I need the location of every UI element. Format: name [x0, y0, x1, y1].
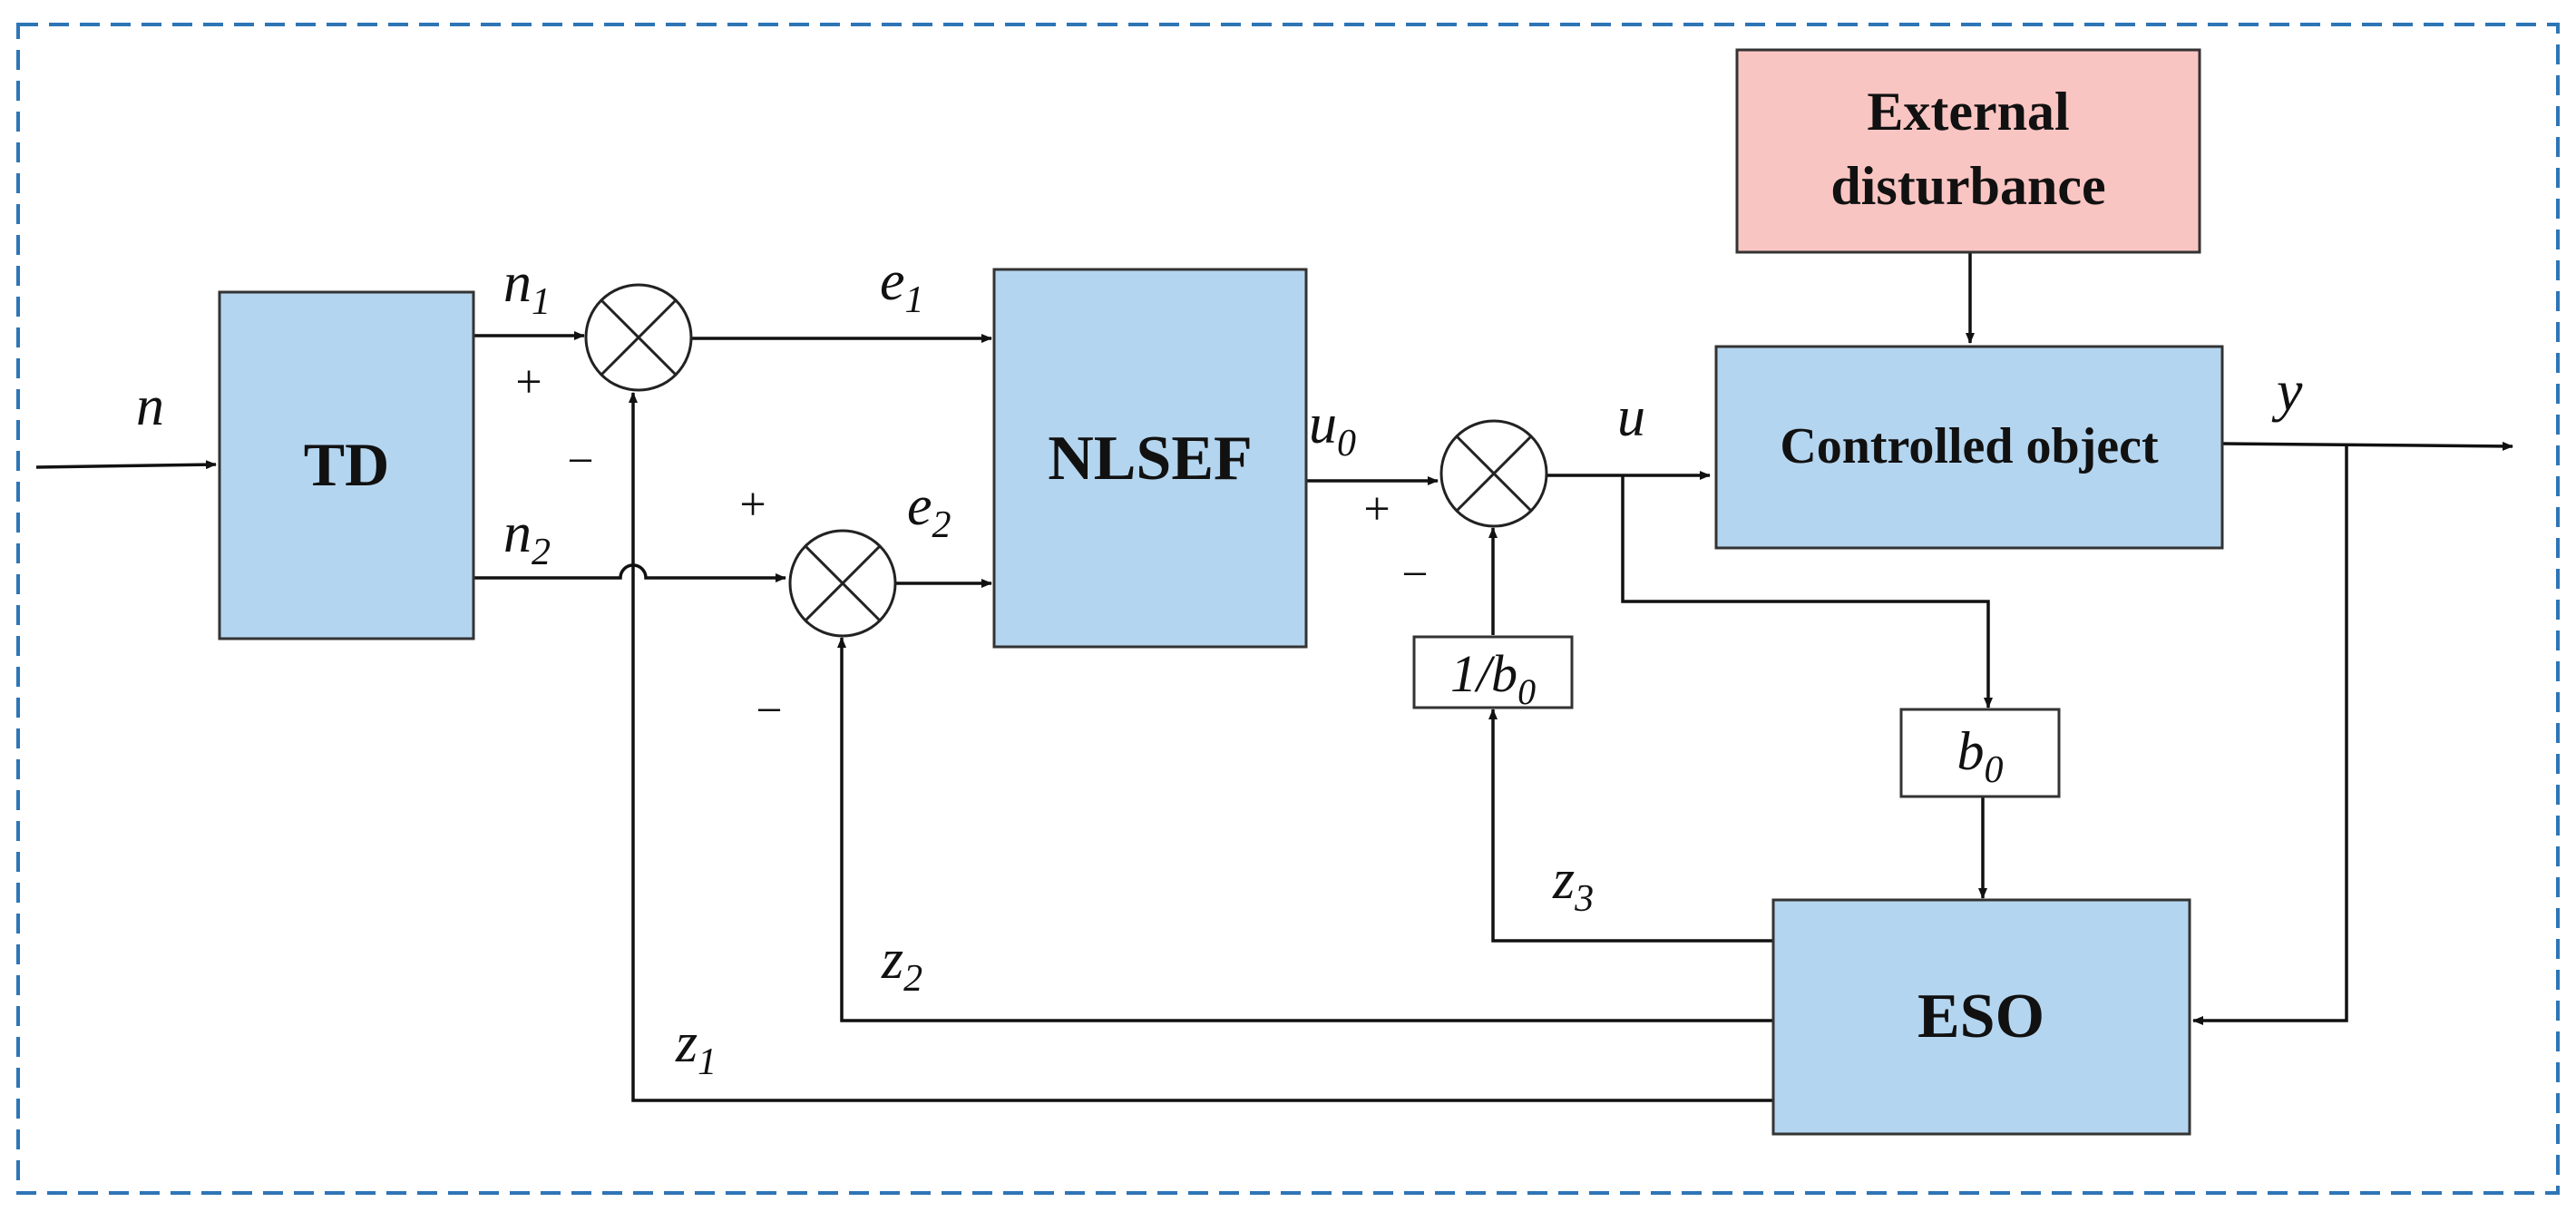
wire-z1: [629, 392, 1773, 1102]
sum-junction-3: [1439, 419, 1548, 528]
nlsef-block: [992, 268, 1308, 649]
signal-n1-label: n1: [503, 252, 551, 323]
sum2-plus-sign: +: [739, 479, 766, 531]
sum3-minus-sign: −: [1401, 549, 1428, 601]
eso-block: [1771, 898, 2191, 1136]
sum-junction-1: [584, 283, 693, 392]
signal-z3-label: z3: [1552, 849, 1594, 920]
signal-y-label: y: [2271, 358, 2303, 423]
controlled-object-label: Controlled object: [1780, 418, 2159, 474]
disturbance-label-line2: disturbance: [1830, 156, 2105, 216]
td-label: TD: [304, 430, 389, 499]
signal-e2-label: e2: [907, 475, 951, 546]
signal-e1-label: e1: [880, 250, 924, 321]
signal-u-label: u: [1617, 386, 1645, 448]
signal-z1-label: z1: [675, 1012, 717, 1083]
wire-output-y: [2221, 441, 2513, 451]
nlsef-label: NLSEF: [1048, 424, 1253, 494]
sum-junction-2: [788, 529, 897, 638]
signal-n-label: n: [136, 376, 164, 437]
sum3-plus-sign: +: [1363, 484, 1390, 535]
diagram-frame: [16, 23, 2560, 1195]
eso-label: ESO: [1917, 982, 2044, 1051]
controlled-object-block: [1714, 345, 2224, 550]
sum1-plus-sign: +: [515, 357, 542, 408]
td-block: [218, 290, 475, 640]
signal-u0-label: u0: [1309, 394, 1356, 464]
wire-u-to-b0: [1621, 475, 1993, 709]
disturbance-label-line1: External: [1867, 82, 2069, 142]
wire-z3: [1488, 709, 1773, 943]
b0-gain-block: [1899, 708, 2061, 798]
signal-n2-label: n2: [503, 503, 551, 573]
wire-z2: [837, 637, 1773, 1022]
wire-n2: [473, 563, 786, 582]
inv-b0-gain-label: 1/b0: [1450, 644, 1536, 712]
sum2-minus-sign: −: [756, 685, 782, 737]
wire-y-to-eso: [2192, 445, 2348, 1025]
wire-input-n: [35, 460, 217, 470]
b0-gain-label: b0: [1957, 721, 2004, 791]
external-disturbance-block: [1735, 48, 2201, 254]
inv-b0-gain-block: [1412, 635, 1574, 709]
sum1-minus-sign: −: [567, 435, 593, 487]
signal-z2-label: z2: [881, 929, 922, 1000]
